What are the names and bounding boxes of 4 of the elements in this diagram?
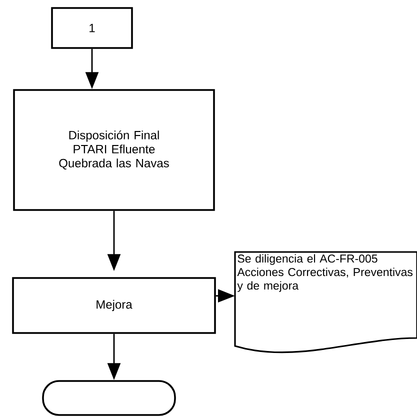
- process-box: Mejora: [12, 277, 216, 334]
- terminator-shape: [42, 380, 176, 416]
- process-box: Disposición Final PTARI Efluente Quebrada las Navas: [13, 89, 215, 211]
- process-box: 1: [51, 7, 133, 49]
